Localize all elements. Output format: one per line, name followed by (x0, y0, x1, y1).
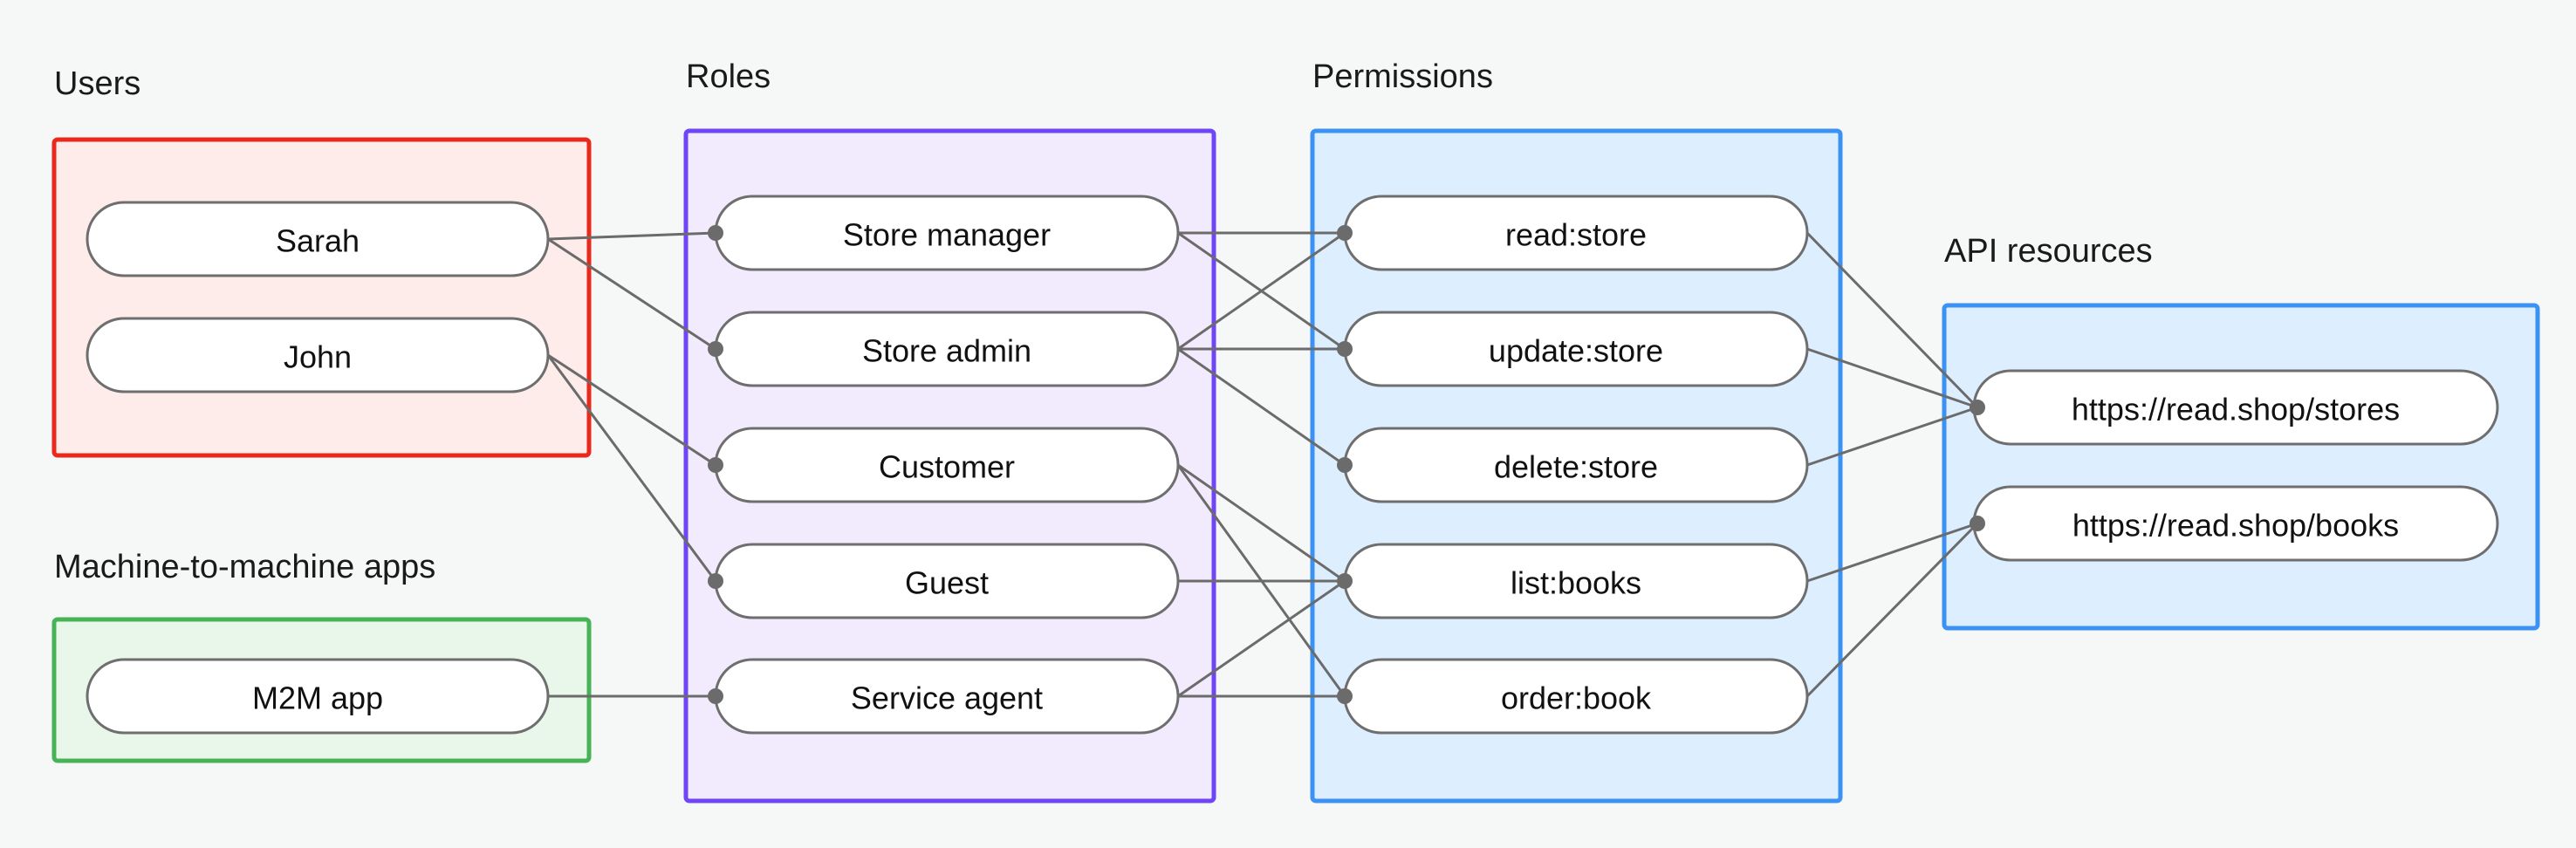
node-m2m-app[interactable]: M2M app (86, 658, 550, 735)
node-label-order-book: order:book (1501, 680, 1652, 716)
node-res-books[interactable]: https://read.shop/books (1972, 485, 2499, 562)
endpoint-dot-ep-res-stores (1970, 400, 1985, 415)
endpoint-dot-ep-store-manager (708, 225, 723, 241)
node-john[interactable]: John (86, 317, 550, 393)
node-label-service-agent: Service agent (851, 680, 1043, 716)
node-store-admin[interactable]: Store admin (714, 311, 1180, 387)
edge-store-admin-delete-store (1177, 347, 1346, 467)
endpoint-dot-ep-read-store (1337, 225, 1353, 241)
node-label-res-books: https://read.shop/books (2072, 508, 2399, 544)
edge-read-store-res-stores (1805, 231, 1979, 409)
node-guest[interactable]: Guest (714, 543, 1180, 619)
endpoint-dot-ep-service-agent (708, 688, 723, 704)
edge-sarah-store-manager (547, 231, 716, 241)
endpoint-dot-ep-customer (708, 457, 723, 473)
node-label-read-store: read:store (1505, 217, 1647, 253)
node-list-books[interactable]: list:books (1343, 543, 1809, 619)
edges-layer (546, 231, 1979, 698)
node-sarah[interactable]: Sarah (86, 201, 550, 277)
group-title-api-resources: API resources (1944, 233, 2153, 270)
node-update-store[interactable]: update:store (1343, 311, 1809, 387)
edge-sarah-store-admin (547, 237, 716, 351)
edge-update-store-res-stores (1806, 347, 1978, 409)
node-label-delete-store: delete:store (1494, 449, 1658, 485)
endpoint-dot-ep-store-admin (708, 341, 723, 357)
edge-john-customer (547, 353, 716, 467)
edge-service-agent-list-books (1177, 579, 1346, 698)
node-delete-store[interactable]: delete:store (1343, 427, 1809, 503)
node-label-guest: Guest (905, 565, 989, 601)
endpoint-dot-ep-guest (708, 573, 723, 589)
node-read-store[interactable]: read:store (1343, 195, 1809, 271)
node-label-sarah: Sarah (276, 223, 360, 259)
node-label-customer: Customer (879, 449, 1015, 485)
group-container-api-resources (1942, 303, 2540, 631)
endpoint-dot-ep-order-book (1337, 688, 1353, 704)
group-title-m2m: Machine-to-machine apps (54, 549, 435, 585)
node-store-manager[interactable]: Store manager (714, 195, 1180, 271)
node-label-john: John (284, 339, 352, 375)
node-label-res-stores: https://read.shop/stores (2072, 392, 2400, 427)
node-shape-sarah (86, 201, 550, 277)
edge-store-admin-read-store (1177, 231, 1346, 351)
group-container-users (51, 137, 592, 458)
node-shape-john (86, 317, 550, 393)
group-title-users: Users (54, 65, 140, 102)
node-service-agent[interactable]: Service agent (714, 658, 1180, 735)
edge-order-book-res-books (1805, 522, 1979, 698)
node-label-store-manager: Store manager (843, 217, 1051, 253)
endpoint-dot-ep-delete-store (1337, 457, 1353, 473)
group-title-roles: Roles (686, 58, 771, 95)
node-label-list-books: list:books (1511, 565, 1641, 601)
endpoint-dot-ep-update-store (1337, 341, 1353, 357)
edge-john-guest (546, 354, 717, 582)
node-order-book[interactable]: order:book (1343, 658, 1809, 735)
node-customer[interactable]: Customer (714, 427, 1180, 503)
edge-delete-store-res-stores (1806, 406, 1978, 467)
node-shape-m2m-app (86, 658, 550, 735)
endpoints-layer (708, 225, 1985, 704)
endpoint-dot-ep-res-books (1970, 516, 1985, 531)
group-title-permissions: Permissions (1312, 58, 1493, 95)
node-res-stores[interactable]: https://read.shop/stores (1972, 369, 2499, 446)
node-label-store-admin: Store admin (862, 333, 1031, 369)
edge-customer-list-books (1177, 463, 1346, 583)
endpoint-dot-ep-list-books (1337, 573, 1353, 589)
node-label-m2m-app: M2M app (252, 680, 383, 716)
node-label-update-store: update:store (1489, 333, 1663, 369)
edge-list-books-res-books (1806, 522, 1978, 583)
